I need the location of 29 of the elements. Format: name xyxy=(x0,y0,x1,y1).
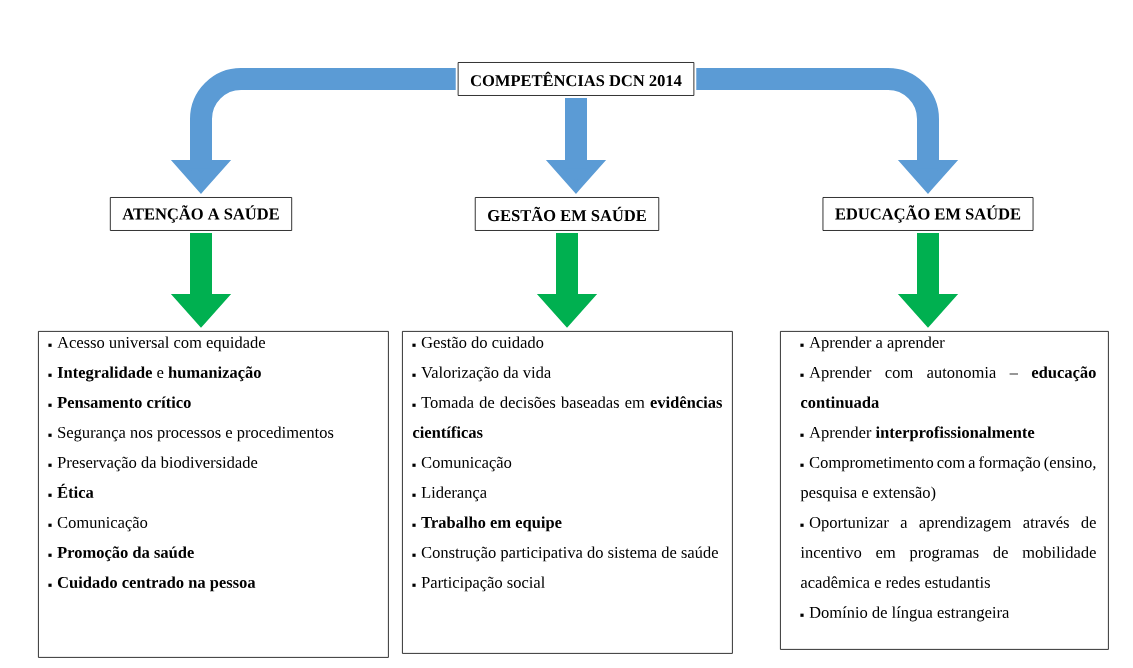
list-item: Gestão do cuidado xyxy=(412,336,544,348)
list-item: Aprender a aprender xyxy=(800,336,945,352)
list-item: Comprometimento com a formação (ensino, pesquisa e extensão) xyxy=(800,456,1096,502)
list-item: Liderança xyxy=(412,486,487,502)
list-box xyxy=(780,331,1109,650)
list-item: Trabalho em equipe xyxy=(412,516,562,532)
heading-box: ATENÇÃO A SAÚDE xyxy=(109,197,293,231)
list-item: Aprender interprofissionalmente xyxy=(800,426,1035,442)
list-item: Acesso universal com equidade xyxy=(48,336,265,352)
heading-box: GESTÃO EM SAÚDE xyxy=(474,197,660,231)
list-item: Ética xyxy=(48,483,94,498)
list-item: Cuidado centrado na pessoa xyxy=(48,576,256,592)
list-item: Comunicação xyxy=(412,456,512,472)
heading-box: EDUCAÇÃO EM SAÚDE xyxy=(822,197,1034,231)
list-item: Construção participativa do sistema de saúde xyxy=(412,546,718,562)
list-item: Valorização da vida xyxy=(412,366,551,382)
list-item: Oportunizar a aprendizagem através de incentivo em programas de mobilidade acadêmica e redes estudantis xyxy=(800,516,1096,588)
list-item: Domínio de língua estrangeira xyxy=(800,606,1010,622)
list-box xyxy=(402,331,733,654)
list-item: Comunicação xyxy=(48,516,148,532)
heading-box: COMPETÊNCIAS DCN 2014 xyxy=(457,62,695,96)
list-item: Promoção da saúde xyxy=(48,546,194,562)
list-item: Segurança nos processos e procedimentos xyxy=(48,426,334,442)
list-item: Integralidade e humanização xyxy=(48,366,261,382)
list-item: Tomada de decisões baseadas em evidências científicas xyxy=(412,396,722,438)
list-item: Preservação da biodiversidade xyxy=(48,456,258,472)
list-box xyxy=(38,331,389,658)
list-item: Pensamento crítico xyxy=(48,396,191,408)
list-item: Participação social xyxy=(412,576,545,592)
